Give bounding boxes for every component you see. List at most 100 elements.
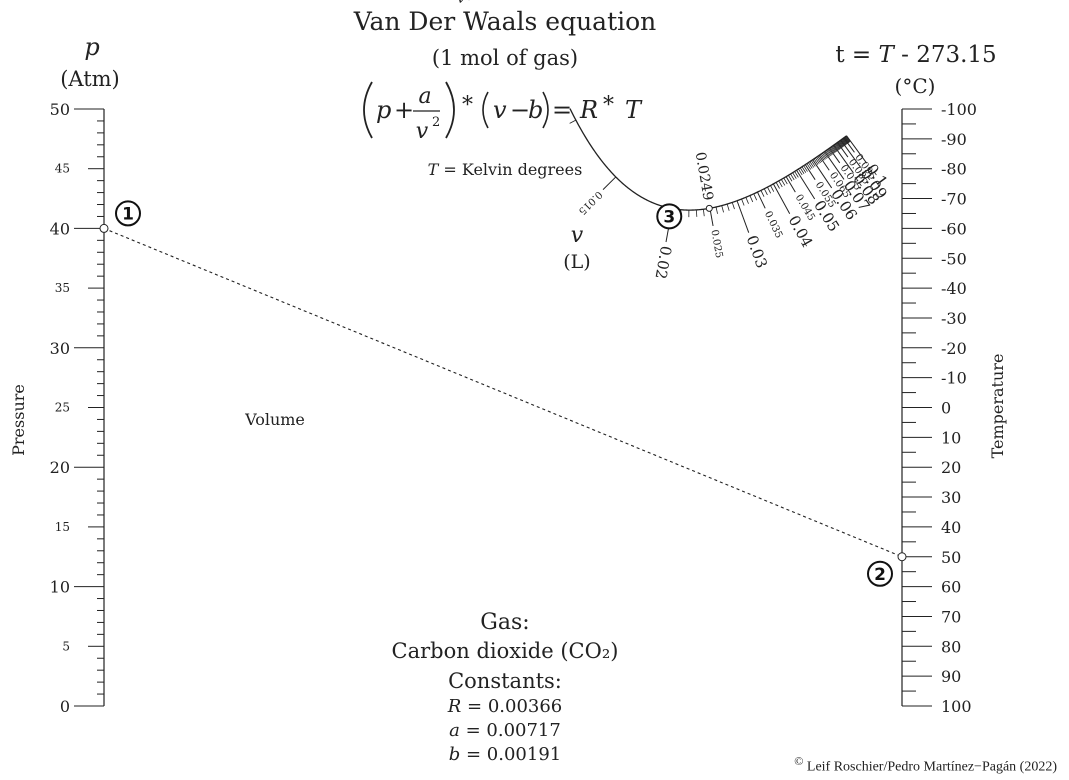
volume-tick <box>840 139 862 168</box>
volume-minor-tick <box>841 139 846 146</box>
volume-minor-tick <box>829 147 835 154</box>
volume-minor-tick <box>767 186 772 194</box>
volume-minor-tick <box>834 143 840 150</box>
volume-minor-tick <box>844 136 850 143</box>
equation-star-2: * <box>603 93 614 118</box>
temperature-tick-label: -70 <box>941 190 967 209</box>
volume-minor-tick <box>798 168 803 176</box>
volume-minor-tick <box>770 185 775 192</box>
equation: p + a v 2 * v − b = R * T <box>363 81 643 144</box>
volume-tick <box>804 164 816 180</box>
volume-minor-tick <box>821 153 826 160</box>
temperature-tick-label: 40 <box>941 518 961 537</box>
equation-R: R <box>579 96 598 124</box>
volume-minor-tick <box>822 152 827 160</box>
volume-minor-tick <box>810 160 816 167</box>
volume-minor-tick <box>806 163 812 170</box>
pressure-symbol: p <box>84 33 99 61</box>
volume-minor-tick <box>760 190 765 197</box>
temperature-tick-label: 10 <box>941 428 961 447</box>
temperature-tick-label: -40 <box>941 279 967 298</box>
temperature-tick-label: 50 <box>941 548 961 567</box>
equation-T: T <box>625 96 643 124</box>
volume-minor-tick <box>845 135 851 143</box>
pressure-tick-label: 25 <box>55 401 70 415</box>
volume-tick-label: 0.01 <box>452 0 489 7</box>
temperature-tick-label: -10 <box>941 369 967 388</box>
volume-minor-tick <box>775 182 780 189</box>
equation-star-1: * <box>462 93 473 118</box>
pressure-unit: (Atm) <box>60 67 120 91</box>
equation-exponent: 2 <box>432 115 440 130</box>
volume-minor-tick <box>819 154 825 161</box>
volume-tick <box>836 142 849 158</box>
equation-a: a <box>418 84 431 109</box>
pressure-side-label: Pressure <box>9 384 28 456</box>
gas-name: Carbon dioxide (CO₂) <box>392 639 619 663</box>
temperature-unit: (°C) <box>895 74 936 98</box>
volume-minor-tick <box>726 203 730 211</box>
constant-a: a = 0.00717 <box>449 720 561 741</box>
temperature-tick-label: -20 <box>941 339 967 358</box>
step-marker-1 <box>115 200 141 227</box>
temperature-tick-label: -30 <box>941 309 967 328</box>
equation-plus: + <box>394 96 414 124</box>
volume-tick <box>818 155 830 171</box>
volume-minor-tick <box>702 209 705 217</box>
equation-paren-open-1 <box>363 81 373 139</box>
volume-tick <box>833 144 854 174</box>
volume-tick <box>812 159 833 189</box>
equation-v: v <box>493 96 507 124</box>
volume-minor-tick <box>790 173 795 181</box>
constant-R: R = 0.00366 <box>447 696 563 717</box>
volume-minor-tick <box>844 137 849 144</box>
volume-minor-tick <box>803 165 808 172</box>
temperature-tick-label: -90 <box>941 130 967 149</box>
volume-tick-label: 0.025 <box>708 229 724 259</box>
copyright-symbol: © <box>794 754 804 769</box>
step-marker-3 <box>656 203 683 230</box>
volume-minor-tick <box>801 166 807 173</box>
volume-minor-tick <box>839 140 845 147</box>
volume-minor-tick <box>809 161 815 168</box>
volume-minor-tick <box>788 175 793 182</box>
volume-minor-tick <box>835 143 841 150</box>
temperature-tick-label: -80 <box>941 160 967 179</box>
pressure-tick-label: 10 <box>50 578 70 597</box>
volume-tick <box>846 135 868 164</box>
volume-minor-tick <box>830 146 836 153</box>
chart-subtitle: (1 mol of gas) <box>432 46 578 70</box>
volume-minor-tick <box>841 138 847 146</box>
volume-minor-tick <box>816 156 821 164</box>
equation-minus: − <box>510 96 530 124</box>
volume-minor-tick <box>842 137 848 145</box>
volume-minor-tick <box>753 193 758 201</box>
pressure-tick-label: 5 <box>62 639 70 653</box>
volume-minor-tick <box>741 198 745 206</box>
chart-title: Van Der Waals equation <box>353 7 657 36</box>
equation-equals: = <box>552 96 572 124</box>
volume-tick-label: 0.03 <box>743 233 771 271</box>
pressure-tick-label: 45 <box>55 162 70 176</box>
pressure-tick-label: 35 <box>55 281 70 295</box>
pressure-point <box>99 223 109 233</box>
volume-minor-tick <box>828 148 833 155</box>
temperature-tick-label: 20 <box>941 458 961 477</box>
volume-symbol: v <box>571 223 584 248</box>
volume-minor-tick <box>749 195 754 203</box>
volume-minor-tick <box>837 141 843 148</box>
volume-tick <box>843 137 855 153</box>
volume-minor-tick <box>831 146 837 153</box>
pressure-tick-label: 30 <box>50 339 70 358</box>
volume-minor-tick <box>745 197 749 204</box>
temperature-tick-label: 70 <box>941 607 961 626</box>
temperature-tick-label: 100 <box>941 697 972 716</box>
volume-point <box>705 204 713 212</box>
temperature-side-label: Temperature <box>988 354 1007 459</box>
volume-curve-line <box>569 108 847 211</box>
volume-minor-tick <box>721 205 724 213</box>
volume-minor-tick <box>715 206 718 214</box>
volume-unit: (L) <box>563 251 590 273</box>
